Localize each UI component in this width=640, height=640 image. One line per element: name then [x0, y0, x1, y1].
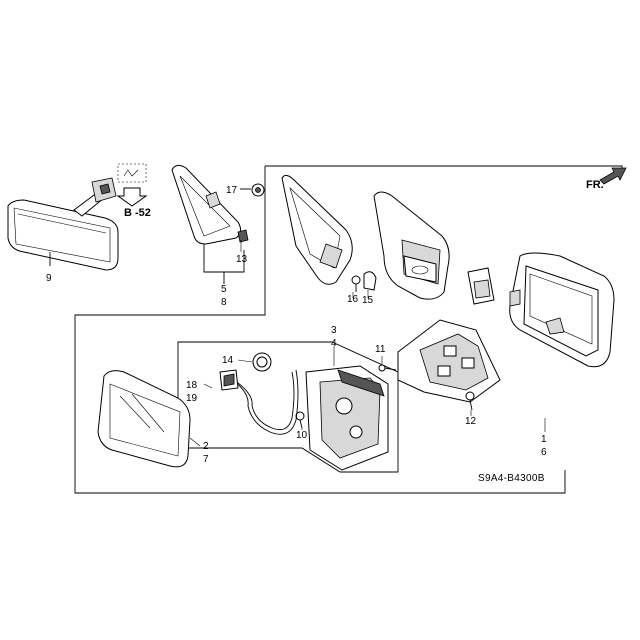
clip-15: [363, 271, 377, 291]
screw-16: [351, 275, 361, 292]
inner-garnish: [171, 164, 249, 284]
leader-2-7: [189, 437, 201, 447]
upper-group-left-edge: [74, 166, 566, 494]
section-reference-label: B -52: [124, 207, 151, 219]
small-bracket: [467, 267, 495, 305]
callout-3: 3: [331, 325, 337, 336]
diagram-reference-code: S9A4-B4300B: [478, 473, 545, 484]
leader-18-19: [203, 383, 213, 389]
mirror-base-cover: [281, 174, 353, 285]
callout-19: 19: [186, 393, 198, 404]
callout-12: 12: [465, 416, 477, 427]
mirror-glass: [97, 370, 191, 468]
mirror-base-bracket: [373, 191, 450, 300]
callout-2: 2: [203, 441, 209, 452]
screw-12: [465, 391, 475, 411]
leader-14: [237, 359, 253, 363]
callout-14: 14: [222, 355, 234, 366]
callout-18: 18: [186, 380, 198, 391]
rearview-mirror: [7, 177, 119, 271]
callout-6: 6: [541, 447, 547, 458]
motor-subgroup-outline: [177, 341, 399, 473]
screw-10: [295, 411, 305, 429]
callout-5: 5: [221, 284, 227, 295]
section-reference-arrow: [116, 163, 148, 207]
callout-10: 10: [296, 430, 308, 441]
wire-harness: [219, 352, 299, 435]
callout-15: 15: [362, 295, 374, 306]
callout-7: 7: [203, 454, 209, 465]
callout-4: 4: [331, 338, 337, 349]
upper-group-outline: [265, 165, 623, 174]
callout-11: 11: [375, 344, 386, 355]
retainer-bracket: [397, 319, 501, 403]
mirror-housing: [509, 252, 615, 368]
clip-17: [240, 183, 265, 197]
screw-11: [378, 364, 397, 372]
callout-8: 8: [221, 297, 227, 308]
callout-1: 1: [541, 434, 547, 445]
callout-16: 16: [347, 294, 359, 305]
callout-17: 17: [226, 185, 238, 196]
front-direction-label: FR.: [586, 179, 604, 191]
front-direction-arrow: [599, 167, 627, 185]
callout-9: 9: [46, 273, 52, 284]
actuator-motor: [305, 365, 389, 471]
callout-13: 13: [236, 254, 248, 265]
